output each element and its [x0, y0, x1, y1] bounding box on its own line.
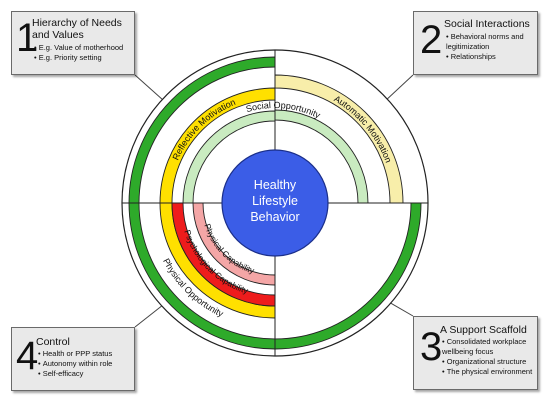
list-item: E.g. Value of motherhood — [34, 43, 124, 53]
center-circle — [221, 149, 329, 257]
box-number: 1 — [16, 16, 39, 60]
box-title: A Support Scaffold — [440, 324, 527, 336]
list-item: E.g. Priority setting — [34, 53, 123, 63]
list-item: Autonomy within role — [38, 359, 113, 369]
box-hierarchy-of-needs: 1 Hierarchy of Needs and Values E.g. Val… — [11, 11, 135, 75]
box-title: Social Interactions — [444, 18, 530, 30]
list-item: Health or PPP status — [38, 349, 112, 359]
box-list: Consolidated workplace wellbeing focus O… — [442, 337, 538, 377]
list-item: Self-efficacy — [38, 369, 112, 379]
box-support-scaffold: 3 A Support Scaffold Consolidated workpl… — [413, 316, 538, 390]
center-label-line: Behavior — [250, 210, 299, 224]
box-control: 4 Control Health or PPP status Autonomy … — [11, 327, 135, 391]
center-label-line: Healthy — [254, 178, 297, 192]
center-label-line: Lifestyle — [252, 194, 298, 208]
box-list: Health or PPP status Autonomy within rol… — [38, 349, 113, 379]
box-number: 2 — [420, 18, 443, 62]
list-item: Consolidated workplace wellbeing focus — [442, 337, 538, 357]
box-list: Behavioral norms and legitimization Rela… — [446, 32, 538, 62]
list-item: The physical environment — [442, 367, 538, 377]
box-number: 3 — [420, 325, 443, 369]
box-title: Hierarchy of Needs and Values — [32, 17, 122, 41]
box-number: 4 — [16, 334, 39, 378]
list-item: Relationships — [446, 52, 538, 62]
box-social-interactions: 2 Social Interactions Behavioral norms a… — [413, 11, 538, 75]
list-item: Behavioral norms and legitimization — [446, 32, 538, 52]
box-list: E.g. Value of motherhood E.g. Priority s… — [34, 43, 124, 63]
box-title: Control — [36, 336, 70, 348]
list-item: Organizational structure — [442, 357, 538, 367]
